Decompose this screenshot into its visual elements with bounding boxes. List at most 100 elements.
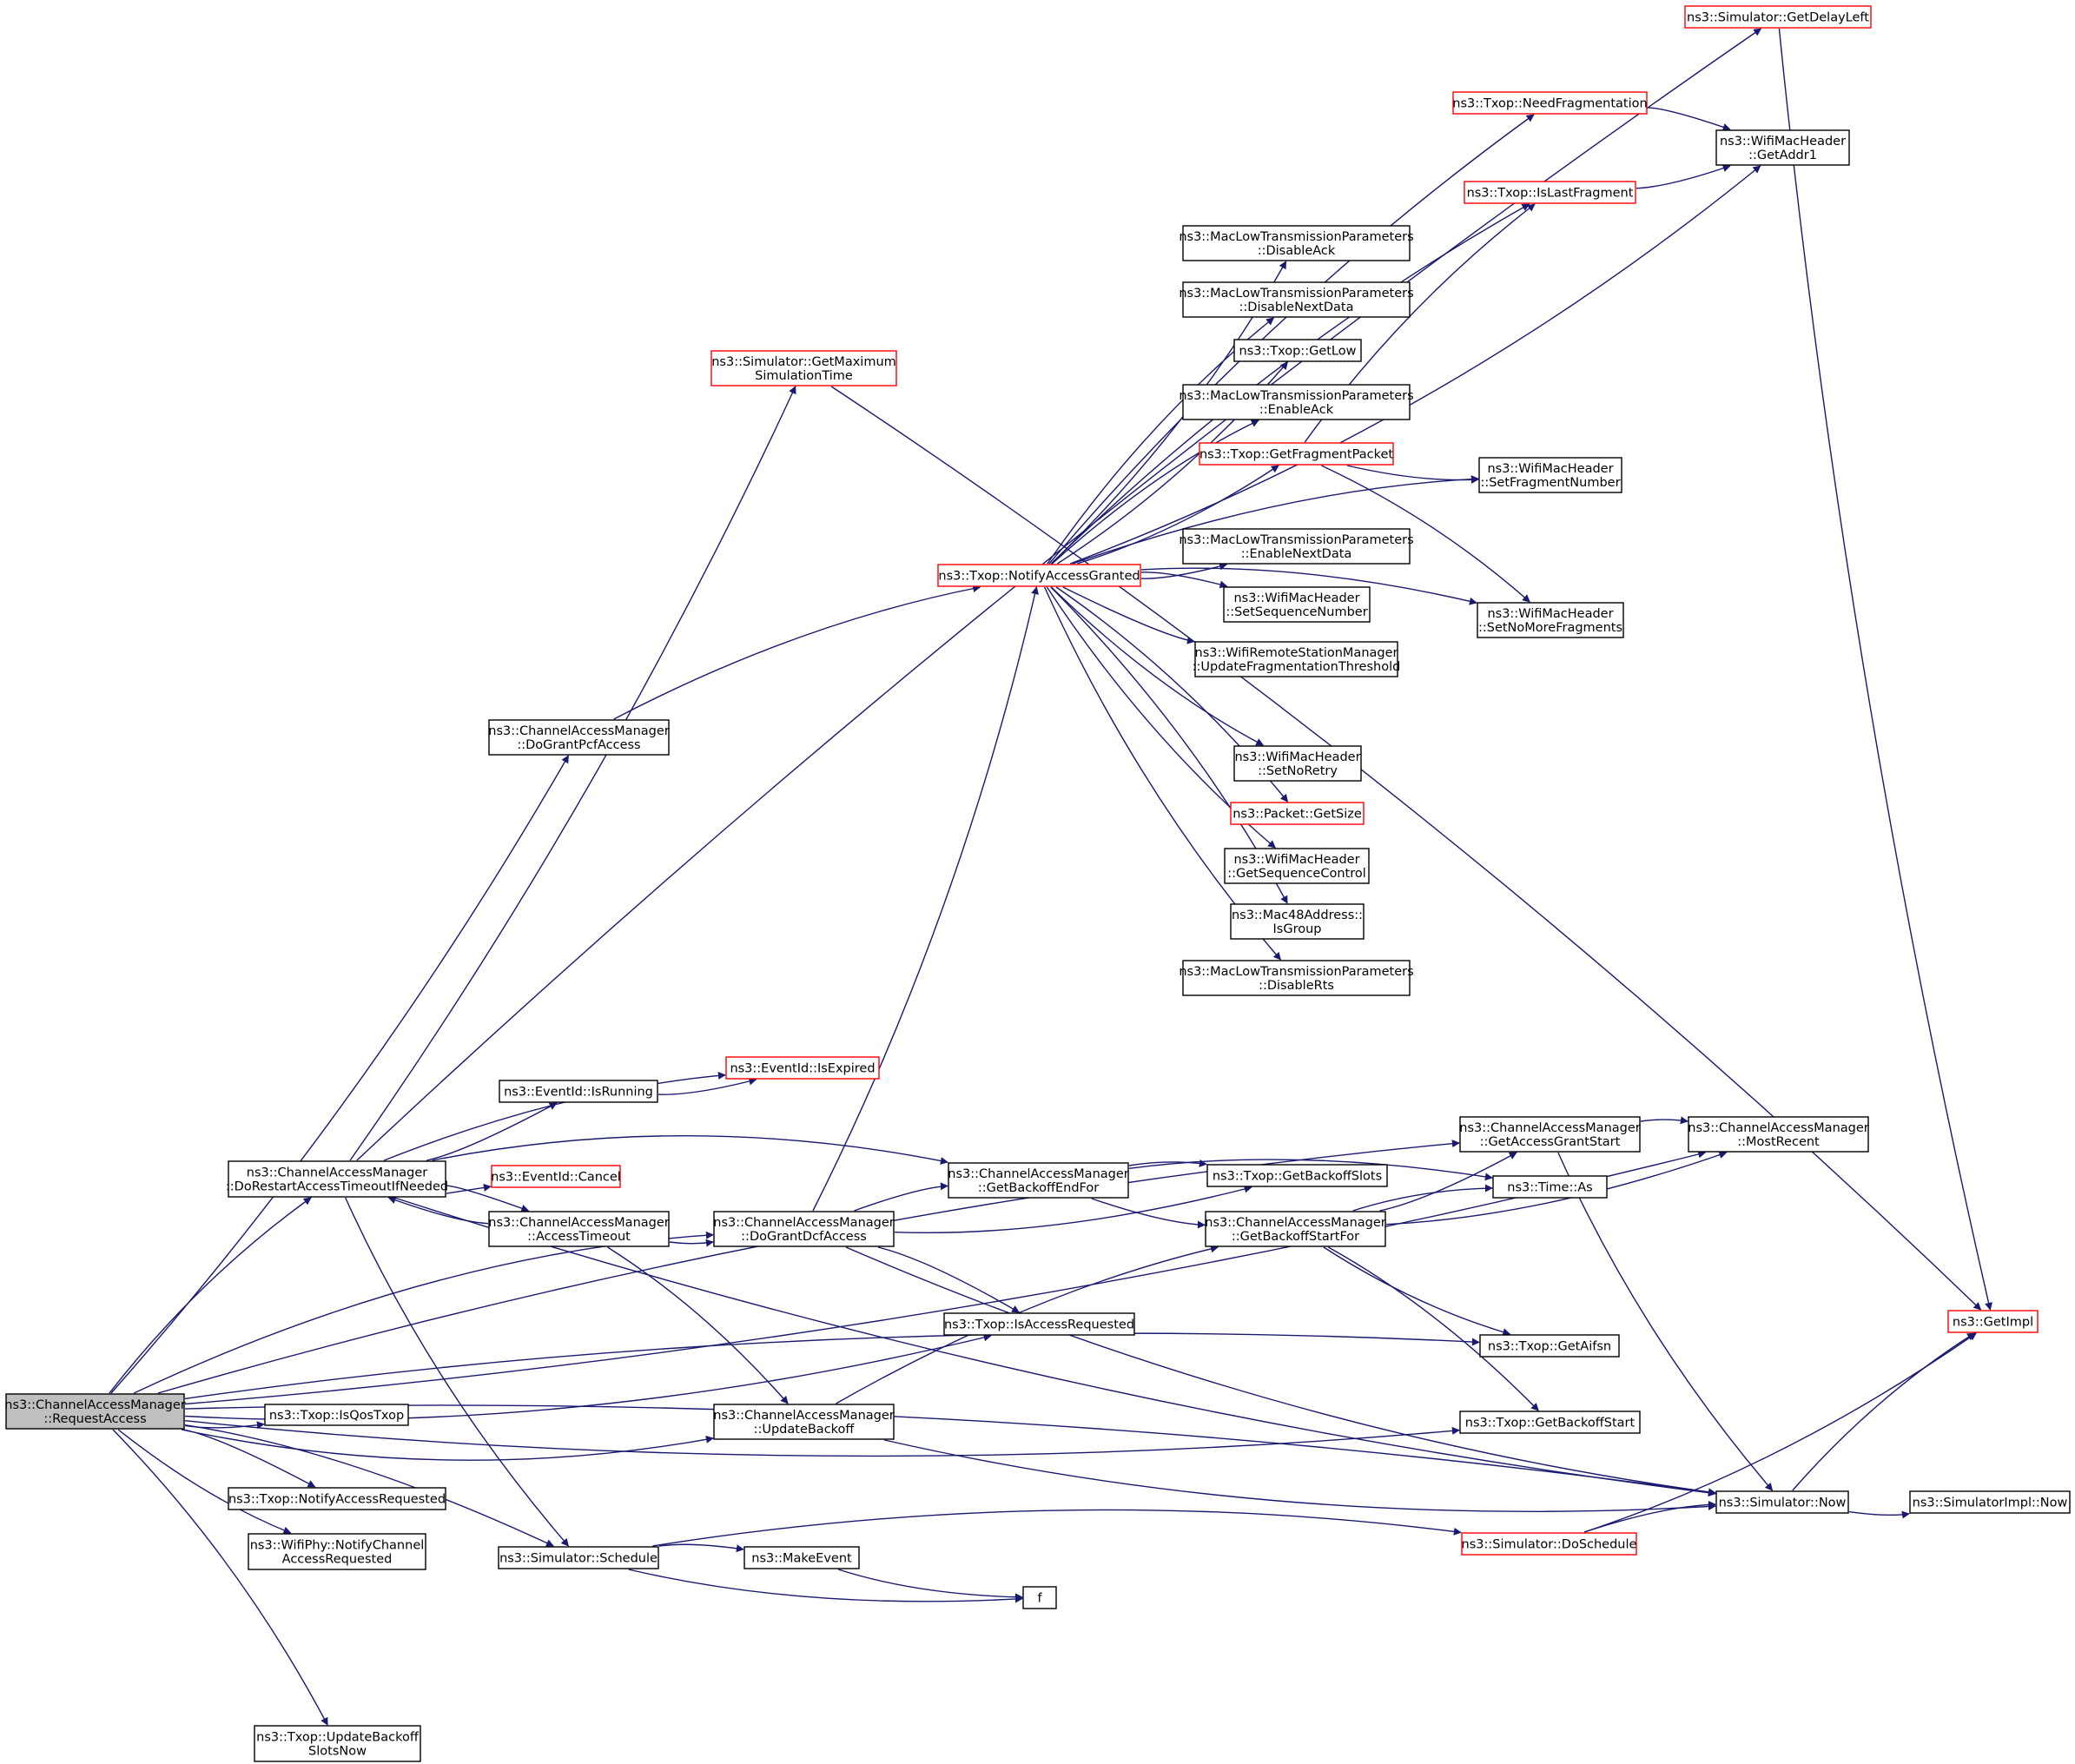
node-enableAck[interactable]: ns3::MacLowTransmissionParameters::Enabl…	[1179, 384, 1414, 420]
node-label: AccessRequested	[282, 1553, 393, 1567]
node-doSchedule[interactable]: ns3::Simulator::DoSchedule	[1461, 1532, 1637, 1556]
edge-doGrantDcf-to-isAccessRequested	[877, 1246, 1021, 1313]
node-setNoMoreFragments[interactable]: ns3::WifiMacHeader::SetNoMoreFragments	[1477, 602, 1624, 638]
node-label: ns3::ChannelAccessManager	[1459, 1121, 1641, 1135]
node-updateBackoff[interactable]: ns3::ChannelAccessManager::UpdateBackoff	[713, 1404, 895, 1440]
edge-schedule-to-makeEvent	[658, 1543, 744, 1553]
node-setFragmentNumber[interactable]: ns3::WifiMacHeader::SetFragmentNumber	[1478, 457, 1622, 493]
node-label: ns3::WifiMacHeader	[1234, 750, 1360, 764]
node-box	[713, 1211, 895, 1247]
node-getBackoffStartFor[interactable]: ns3::ChannelAccessManager::GetBackoffSta…	[1205, 1211, 1386, 1247]
edge-getAccessGrantStart-to-simNow	[1557, 1152, 1774, 1491]
node-label: ns3::MacLowTransmissionParameters	[1179, 230, 1413, 244]
edge-request-to-getAifsn	[184, 1332, 1480, 1400]
node-notifyAccessRequested[interactable]: ns3::Txop::NotifyAccessRequested	[228, 1487, 446, 1510]
node-box	[1715, 1490, 1849, 1514]
node-box	[1452, 91, 1648, 115]
node-getAccessGrantStart[interactable]: ns3::ChannelAccessManager::GetAccessGran…	[1459, 1116, 1641, 1153]
node-needFragmentation[interactable]: ns3::Txop::NeedFragmentation	[1452, 91, 1648, 115]
edge-request-to-doRestart	[109, 1197, 312, 1394]
node-disableAck[interactable]: ns3::MacLowTransmissionParameters::Disab…	[1179, 225, 1414, 261]
node-label: f	[1037, 1592, 1042, 1606]
node-getAddr1[interactable]: ns3::WifiMacHeader::GetAddr1	[1715, 129, 1850, 166]
node-getBackoffStart[interactable]: ns3::Txop::GetBackoffStart	[1459, 1411, 1641, 1434]
node-label: ::DoGrantDcfAccess	[741, 1230, 867, 1244]
node-request[interactable]: ns3::ChannelAccessManager::RequestAccess	[4, 1393, 186, 1430]
node-getLow[interactable]: ns3::Txop::GetLow	[1233, 339, 1362, 362]
node-label: ns3::Txop::UpdateBackoff	[256, 1731, 420, 1745]
node-wifiPhyNotify[interactable]: ns3::WifiPhy::NotifyChannelAccessRequest…	[248, 1533, 426, 1570]
node-packetGetSize[interactable]: ns3::Packet::GetSize	[1230, 802, 1365, 825]
node-box	[1233, 745, 1362, 782]
node-box	[1182, 225, 1411, 261]
node-disableRts[interactable]: ns3::MacLowTransmissionParameters::Disab…	[1179, 960, 1414, 996]
node-getFragmentPacket[interactable]: ns3::Txop::GetFragmentPacket	[1199, 442, 1394, 466]
node-box	[743, 1546, 860, 1569]
node-box	[488, 1211, 670, 1247]
node-isExpired[interactable]: ns3::EventId::IsExpired	[725, 1056, 880, 1080]
node-setSequenceNumber[interactable]: ns3::WifiMacHeader::SetSequenceNumber	[1223, 586, 1371, 623]
node-cancel[interactable]: ns3::EventId::Cancel	[491, 1165, 621, 1188]
node-mostRecent[interactable]: ns3::ChannelAccessManager::MostRecent	[1688, 1116, 1869, 1153]
node-timeAs[interactable]: ns3::Time::As	[1492, 1175, 1608, 1199]
node-disableNextData[interactable]: ns3::MacLowTransmissionParameters::Disab…	[1179, 281, 1414, 318]
edge-doRestart-to-cancel	[446, 1183, 492, 1194]
node-label: ns3::MacLowTransmissionParameters	[1179, 965, 1413, 979]
node-simNow[interactable]: ns3::Simulator::Now	[1715, 1490, 1849, 1514]
node-isGroup[interactable]: ns3::Mac48Address::IsGroup	[1230, 903, 1365, 940]
edge-request-to-notifyAccessRequested	[183, 1429, 316, 1488]
node-label: ::DisableAck	[1258, 244, 1336, 258]
node-getImpl[interactable]: ns3::GetImpl	[1947, 1310, 2039, 1333]
node-updateFragThreshold[interactable]: ns3::WifiRemoteStationManager::UpdateFra…	[1193, 641, 1401, 677]
node-box	[948, 1162, 1129, 1199]
node-getAifsn[interactable]: ns3::Txop::GetAifsn	[1479, 1334, 1620, 1358]
node-isRunning[interactable]: ns3::EventId::IsRunning	[499, 1080, 658, 1103]
node-label: ns3::ChannelAccessManager	[713, 1216, 895, 1230]
node-box	[1459, 1411, 1641, 1434]
node-accessTimeout[interactable]: ns3::ChannelAccessManager::AccessTimeout	[488, 1211, 670, 1247]
node-schedule[interactable]: ns3::Simulator::Schedule	[498, 1546, 659, 1569]
node-isLastFragment[interactable]: ns3::Txop::IsLastFragment	[1464, 181, 1636, 204]
node-doRestart[interactable]: ns3::ChannelAccessManager::DoRestartAcce…	[226, 1160, 448, 1198]
node-getBackoffEndFor[interactable]: ns3::ChannelAccessManager::GetBackoffEnd…	[948, 1162, 1129, 1199]
edge-getBackoffStartFor-to-getAifsn	[1323, 1246, 1511, 1337]
node-label: ns3::MacLowTransmissionParameters	[1179, 389, 1413, 403]
node-label: ns3::WifiMacHeader	[1487, 462, 1613, 476]
node-makeEvent[interactable]: ns3::MakeEvent	[743, 1546, 860, 1569]
node-doGrantPcf[interactable]: ns3::ChannelAccessManager::DoGrantPcfAcc…	[488, 719, 670, 756]
node-getBackoffSlots[interactable]: ns3::Txop::GetBackoffSlots	[1206, 1164, 1388, 1187]
edge-doGrantDcf-to-getBackoffEndFor	[854, 1182, 948, 1212]
node-isQosTxop[interactable]: ns3::Txop::IsQosTxop	[264, 1404, 409, 1426]
edge-request-to-updateBackoff	[181, 1429, 714, 1461]
edge-doGrantPcf-to-notifyAccessGranted	[613, 585, 981, 720]
node-box	[1199, 442, 1394, 466]
node-box	[264, 1404, 409, 1426]
node-label: ns3::Txop::NeedFragmentation	[1452, 97, 1647, 111]
node-getSequenceControl[interactable]: ns3::WifiMacHeader::GetSequenceControl	[1224, 848, 1370, 884]
node-getDelayLeft[interactable]: ns3::Simulator::GetDelayLeft	[1684, 5, 1872, 29]
node-doGrantDcf[interactable]: ns3::ChannelAccessManager::DoGrantDcfAcc…	[713, 1211, 895, 1247]
node-label: ns3::Simulator::DoSchedule	[1462, 1538, 1637, 1552]
node-label: ns3::ChannelAccessManager	[4, 1398, 186, 1412]
node-setNoRetry[interactable]: ns3::WifiMacHeader::SetNoRetry	[1233, 745, 1362, 782]
node-f[interactable]: f	[1022, 1586, 1057, 1609]
node-box	[488, 719, 670, 756]
edge-request-to-wifiPhyNotify	[117, 1429, 292, 1535]
node-simImplNow[interactable]: ns3::SimulatorImpl::Now	[1909, 1490, 2071, 1514]
edge-getBackoffStartFor-to-getAccessGrantStart	[1379, 1152, 1517, 1212]
node-label: ::SetNoMoreFragments	[1478, 621, 1622, 635]
node-isAccessRequested[interactable]: ns3::Txop::IsAccessRequested	[943, 1312, 1135, 1336]
node-label: ns3::Simulator::Now	[1719, 1496, 1847, 1510]
edge-simNow-to-simImplNow	[1848, 1510, 1910, 1519]
node-label: ::DoGrantPcfAccess	[517, 738, 640, 752]
node-box	[1182, 960, 1411, 996]
node-box	[725, 1056, 880, 1080]
node-notifyAccessGranted[interactable]: ns3::Txop::NotifyAccessGranted	[937, 564, 1141, 587]
edge-schedule-to-f	[628, 1569, 1023, 1603]
node-enableNextData[interactable]: ns3::MacLowTransmissionParameters::Enabl…	[1179, 528, 1414, 565]
node-label: ns3::WifiMacHeader	[1720, 135, 1846, 149]
node-box	[1478, 457, 1622, 493]
